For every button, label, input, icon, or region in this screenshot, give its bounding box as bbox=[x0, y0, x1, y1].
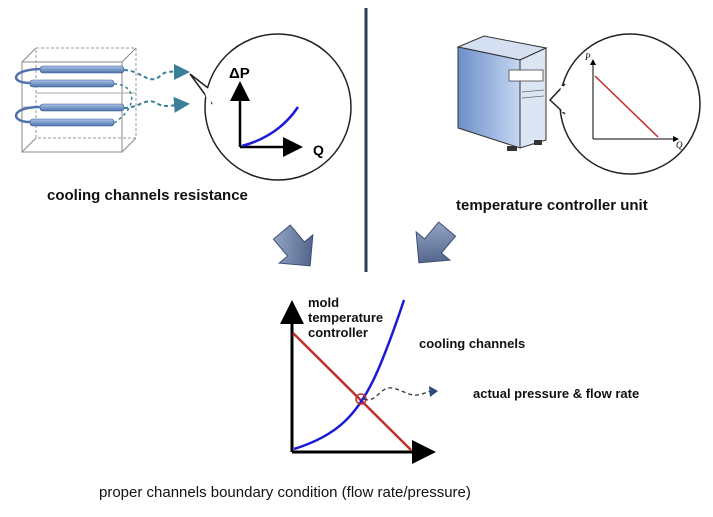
left-graph-y-label: ΔP bbox=[229, 65, 250, 82]
intersection-label: actual pressure & flow rate bbox=[473, 386, 640, 401]
left-down-arrow-icon bbox=[272, 224, 314, 267]
right-graph-x-label: Q bbox=[676, 140, 683, 150]
right-panel-caption: temperature controller unit bbox=[456, 197, 648, 214]
controller-curve bbox=[292, 332, 412, 451]
channels-curve bbox=[293, 299, 406, 451]
controller-curve-label: mold temperature controller bbox=[308, 295, 383, 340]
channels-curve-label: cooling channels bbox=[419, 336, 526, 351]
left-graph-x-label: Q bbox=[313, 142, 324, 158]
temperature-controller-icon bbox=[456, 35, 548, 151]
controller-curve-label-line1: mold bbox=[308, 295, 340, 310]
right-graph-y-label: P bbox=[584, 52, 591, 62]
controller-curve-label-line3: controller bbox=[308, 325, 368, 340]
right-graph-line bbox=[594, 75, 659, 138]
intersection-pointer bbox=[363, 387, 432, 401]
footer-caption: proper channels boundary condition (flow… bbox=[99, 484, 471, 501]
left-panel-caption: cooling channels resistance bbox=[47, 187, 248, 204]
left-graph-bubble: ΔP Q bbox=[189, 33, 352, 181]
left-graph-curve bbox=[241, 106, 300, 148]
right-graph-bubble: P Q bbox=[548, 33, 701, 175]
controller-curve-label-line2: temperature bbox=[308, 310, 384, 325]
mold-block-icon bbox=[14, 47, 190, 153]
right-down-arrow-icon bbox=[415, 221, 457, 264]
operating-point-graph bbox=[280, 299, 438, 464]
